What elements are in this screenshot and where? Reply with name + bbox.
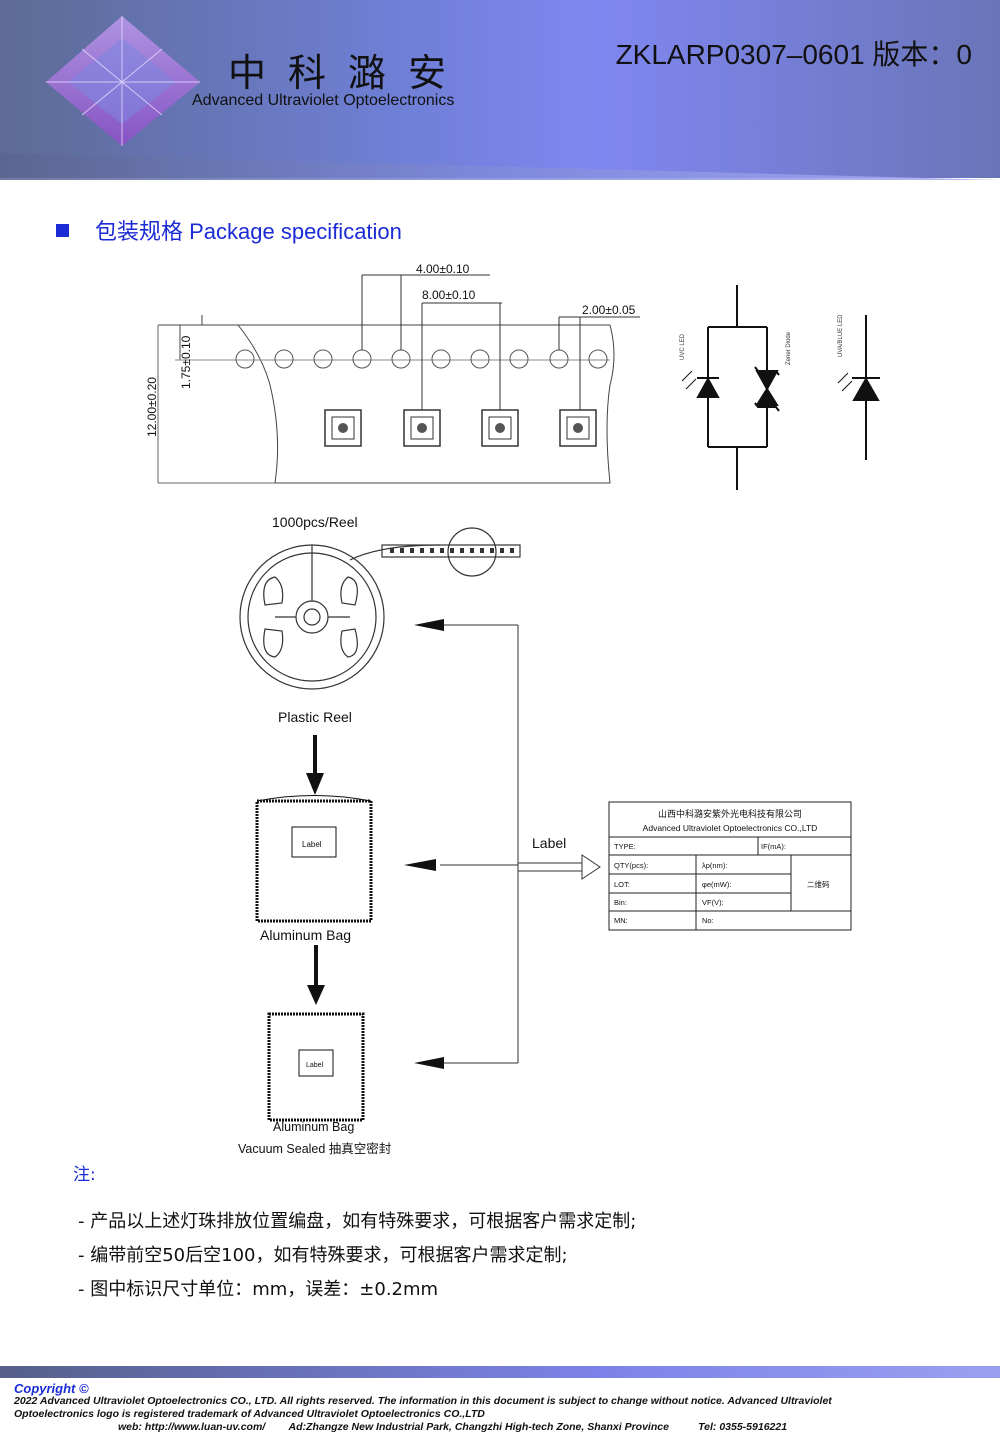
footer-address: Ad:Zhangze New Industrial Park, Changzhi… bbox=[288, 1421, 669, 1433]
note-item: - 编带前空50后空100，如有特殊要求，可根据客户需求定制; bbox=[78, 1245, 568, 1266]
footer-line-2: Optoelectronics logo is registered trade… bbox=[14, 1408, 485, 1420]
vacuum-sealed-label: Vacuum Sealed 抽真空密封 bbox=[238, 1141, 391, 1156]
card-company-en: Advanced Ultraviolet Optoelectronics CO.… bbox=[643, 823, 818, 833]
notes-label: 注: bbox=[73, 1165, 96, 1185]
company-name-en: Advanced Ultraviolet Optoelectronics bbox=[192, 92, 455, 109]
footer-bar bbox=[0, 1366, 1000, 1378]
card-if: IF(mA): bbox=[761, 842, 786, 851]
company-name-cn: 中科潞安 bbox=[228, 51, 469, 95]
card-company-cn: 山西中科潞安紫外光电科技有限公司 bbox=[658, 808, 802, 819]
dim-2: 2.00±0.05 bbox=[582, 303, 636, 317]
tape-drawing: 4.00±0.10 8.00±0.10 2.00±0.05 12.00±0.20… bbox=[145, 262, 640, 484]
aluminum-bag-label-2: Aluminum Bag bbox=[273, 1120, 354, 1134]
aluminum-bag-2: Label bbox=[267, 1012, 365, 1122]
note-item: - 图中标识尺寸单位：mm，误差：±0.2mm bbox=[78, 1279, 439, 1300]
card-type: TYPE: bbox=[614, 842, 636, 851]
copyright: Copyright © bbox=[14, 1381, 89, 1396]
card-bin: Bin: bbox=[614, 898, 627, 907]
notes-list: - 产品以上述灯珠排放位置编盘，如有特殊要求，可根据客户需求定制; - 编带前空… bbox=[78, 1205, 636, 1307]
bag-label-2: Label bbox=[306, 1062, 324, 1069]
note-item: - 产品以上述灯珠排放位置编盘，如有特殊要求，可根据客户需求定制; bbox=[78, 1211, 637, 1232]
footer-web[interactable]: web: http://www.luan-uv.com/ bbox=[118, 1421, 266, 1433]
card-lp: λp(nm): bbox=[702, 861, 727, 870]
card-mn: MN: bbox=[614, 916, 628, 925]
plastic-reel-icon bbox=[239, 527, 521, 690]
document-id: ZKLARP0307–0601 版本：0 bbox=[615, 39, 972, 70]
zener-label: Zener Diode bbox=[786, 331, 792, 365]
dim-pitch-4: 4.00±0.10 bbox=[416, 262, 470, 276]
footer: Copyright © 2022 Advanced Ultraviolet Op… bbox=[14, 1382, 994, 1434]
logo-diamond-icon bbox=[46, 16, 200, 146]
footer-tel: Tel: 0355-5916221 bbox=[698, 1421, 788, 1433]
circuit-diagram: UVC LED Zener Diode UVA/BLUE LED bbox=[680, 285, 880, 490]
footer-line-1: 2022 Advanced Ultraviolet Optoelectronic… bbox=[14, 1395, 832, 1407]
dim-pitch-8: 8.00±0.10 bbox=[422, 288, 476, 302]
label-card: 山西中科潞安紫外光电科技有限公司 Advanced Ultraviolet Op… bbox=[608, 801, 852, 931]
bullet-square-icon bbox=[56, 224, 69, 237]
aluminum-bag-1: Label bbox=[255, 795, 373, 923]
dim-175: 1.75±0.10 bbox=[179, 335, 193, 389]
card-qr: 二维码 bbox=[807, 879, 830, 889]
packaging-flow: 1000pcs/Reel Plastic Reel Label Alumi bbox=[238, 514, 601, 1156]
section-title: 包装规格 Package specification bbox=[56, 214, 402, 246]
card-no: No: bbox=[702, 916, 714, 925]
card-vf: VF(V): bbox=[702, 898, 724, 907]
uvc-led-label: UVC LED bbox=[680, 333, 686, 360]
plastic-reel-label: Plastic Reel bbox=[278, 709, 352, 725]
card-qty: QTY(pcs): bbox=[614, 861, 648, 870]
card-lot: LOT: bbox=[614, 880, 630, 889]
dim-width: 12.00±0.20 bbox=[145, 377, 159, 437]
arrow-left-icon bbox=[404, 619, 444, 1069]
arrow-right-icon bbox=[581, 854, 601, 880]
aluminum-bag-label-1: Aluminum Bag bbox=[260, 927, 351, 943]
arrow-down-icon bbox=[306, 735, 324, 795]
reel-qty: 1000pcs/Reel bbox=[272, 514, 358, 530]
label-arrow-text: Label bbox=[532, 835, 566, 851]
section-title-text: 包装规格 Package specification bbox=[95, 219, 402, 244]
card-pe: φe(mW): bbox=[702, 880, 731, 889]
bag-label-1: Label bbox=[302, 840, 322, 849]
arrow-down-icon bbox=[307, 945, 325, 1005]
uva-led-label: UVA/BLUE LED bbox=[838, 314, 844, 357]
led-pockets bbox=[324, 409, 597, 447]
